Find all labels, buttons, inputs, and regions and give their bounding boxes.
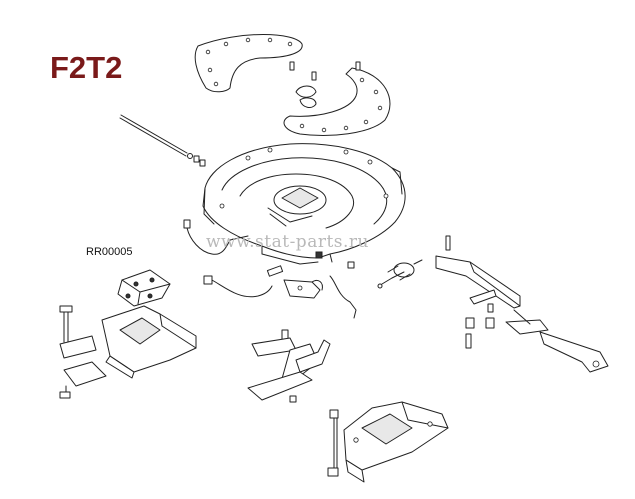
plate-bolts xyxy=(289,61,361,108)
part-number-callout: RR00005 xyxy=(86,246,133,258)
center-slide-rails xyxy=(247,329,331,403)
latch-handle-parts xyxy=(266,261,357,319)
spring-cylinder xyxy=(377,259,423,289)
release-handle-assembly xyxy=(435,235,609,373)
model-code-title: F2T2 xyxy=(50,50,123,85)
watermark-text: www.stat-parts.ru xyxy=(206,232,369,252)
left-mounting-bracket xyxy=(59,305,197,399)
bottom-right-bracket xyxy=(327,401,449,483)
fifth-wheel-top-plate xyxy=(202,143,406,265)
rr00005-bushing-block xyxy=(117,269,171,307)
upper-mounting-plate xyxy=(194,34,303,93)
lower-mounting-plate xyxy=(283,67,391,136)
sensor-cable-left xyxy=(183,219,273,298)
release-rod xyxy=(119,114,206,167)
